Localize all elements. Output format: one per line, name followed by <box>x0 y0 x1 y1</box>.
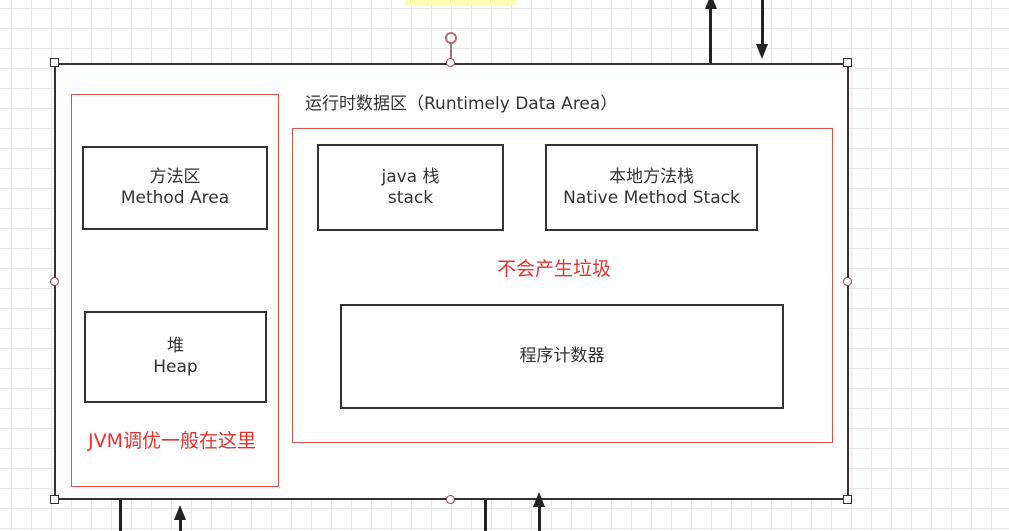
arrow-up-icon <box>174 505 186 520</box>
method-area-label-en: Method Area <box>120 188 230 208</box>
connector-bottom-4[interactable] <box>538 505 541 531</box>
connector-top-left[interactable] <box>709 0 712 63</box>
java-stack-label-1: java 栈 <box>381 166 440 187</box>
connector-bottom-1[interactable] <box>119 500 122 531</box>
arrow-down-icon <box>756 44 768 59</box>
no-garbage-note: 不会产生垃圾 <box>497 258 612 280</box>
resize-handle-top-center[interactable] <box>446 58 455 67</box>
thread-private-area-frame[interactable] <box>292 128 833 443</box>
rotate-handle-stem <box>450 44 452 58</box>
connector-bottom-2[interactable] <box>179 518 182 531</box>
native-method-stack-box[interactable]: 本地方法栈 Native Method Stack <box>545 144 758 231</box>
shared-area-frame[interactable] <box>71 94 279 487</box>
java-stack-label-2: stack <box>387 187 434 208</box>
heap-label-en: Heap <box>153 357 198 377</box>
connector-top-right[interactable] <box>761 0 764 46</box>
resize-handle-bottom-right[interactable] <box>843 495 852 504</box>
connector-bottom-3[interactable] <box>484 500 487 531</box>
program-counter-label: 程序计数器 <box>519 346 605 366</box>
method-area-box[interactable]: 方法区 Method Area <box>82 146 268 230</box>
heap-label-cn: 堆 <box>167 336 184 356</box>
heap-box[interactable]: 堆 Heap <box>84 311 267 403</box>
program-counter-box[interactable]: 程序计数器 <box>340 304 784 409</box>
arrow-up-icon <box>533 492 545 507</box>
resize-handle-top-left[interactable] <box>50 58 59 67</box>
method-area-label-cn: 方法区 <box>149 167 201 187</box>
heap-group-note: JVM调优一般在这里 <box>88 430 256 452</box>
resize-handle-middle-right[interactable] <box>843 277 852 286</box>
java-stack-box[interactable]: java 栈 stack <box>317 144 504 231</box>
resize-handle-top-right[interactable] <box>843 58 852 67</box>
runtime-data-area-container[interactable] <box>54 63 849 500</box>
diagram-title: 运行时数据区（Runtimely Data Area） <box>305 94 618 114</box>
resize-handle-bottom-left[interactable] <box>50 495 59 504</box>
arrow-up-icon <box>705 0 717 9</box>
yellow-highlight-strip <box>406 0 516 5</box>
resize-handle-middle-left[interactable] <box>50 277 59 286</box>
native-stack-label-cn: 本地方法栈 <box>609 166 694 187</box>
rotate-handle-icon[interactable] <box>445 32 457 44</box>
native-stack-label-en: Native Method Stack <box>563 187 740 208</box>
resize-handle-bottom-center[interactable] <box>446 495 455 504</box>
